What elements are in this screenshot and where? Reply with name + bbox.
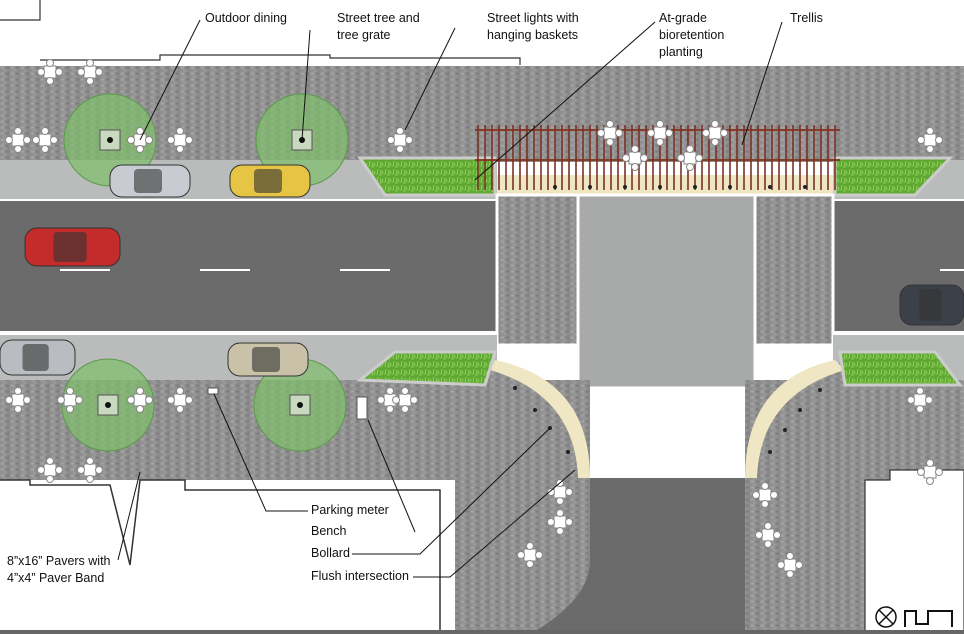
car xyxy=(227,342,309,377)
outdoor-dining-table xyxy=(907,387,933,413)
paver-band-right xyxy=(745,360,845,478)
label-bioretention: At-grade bioretention planting xyxy=(659,10,724,61)
label-flush-intersection: Flush intersection xyxy=(311,568,409,585)
outdoor-dining-table xyxy=(755,522,781,548)
car xyxy=(899,284,964,326)
bollard xyxy=(728,185,732,189)
outdoor-dining-table xyxy=(392,387,418,413)
flush-intersection-paving xyxy=(455,360,590,634)
bollard xyxy=(818,388,822,392)
label-text: hanging baskets xyxy=(487,28,579,42)
parking-meter xyxy=(207,387,219,395)
outdoor-dining-table xyxy=(917,459,943,485)
outdoor-dining-table xyxy=(5,387,31,413)
outdoor-dining-table xyxy=(127,127,153,153)
bollard xyxy=(553,185,557,189)
outdoor-dining-table xyxy=(32,127,58,153)
bioretention-planter-bottom-left xyxy=(355,350,498,387)
outdoor-dining-table xyxy=(167,127,193,153)
outdoor-dining-table xyxy=(597,120,623,146)
label-text: Parking meter xyxy=(311,503,389,517)
north-arrow-icon xyxy=(875,606,897,628)
bollard xyxy=(798,408,802,412)
outdoor-dining-table xyxy=(777,552,803,578)
label-text: Street lights with xyxy=(487,11,579,25)
side-street xyxy=(530,478,745,634)
outdoor-dining-table xyxy=(77,59,103,85)
bollard xyxy=(588,185,592,189)
label-text: Bench xyxy=(311,524,347,538)
label-trellis: Trellis xyxy=(790,10,823,27)
label-text: tree grate xyxy=(337,28,391,42)
bioretention-planter-left xyxy=(357,156,497,197)
outdoor-dining-table xyxy=(167,387,193,413)
car xyxy=(109,164,191,198)
outdoor-dining-table xyxy=(37,457,63,483)
outdoor-dining-table xyxy=(677,145,703,171)
street-tree xyxy=(61,358,155,452)
car xyxy=(0,339,76,376)
building-outline-top xyxy=(0,0,521,65)
bollard xyxy=(513,386,517,390)
label-street-lights: Street lights with hanging baskets xyxy=(487,10,579,44)
label-text: Bollard xyxy=(311,546,350,560)
label-bollard: Bollard xyxy=(311,545,350,562)
outdoor-dining-table xyxy=(127,387,153,413)
bollard xyxy=(768,185,772,189)
outdoor-dining-table xyxy=(752,482,778,508)
bollard xyxy=(658,185,662,189)
label-pavers: 8”x16” Pavers with 4”x4” Paver Band xyxy=(7,553,111,587)
outdoor-dining-table xyxy=(547,509,573,535)
building-outline-bottom xyxy=(0,479,441,634)
outdoor-dining-table xyxy=(77,457,103,483)
label-text: Street tree and xyxy=(337,11,420,25)
label-bench: Bench xyxy=(311,523,346,540)
outdoor-dining-table xyxy=(5,127,31,153)
outdoor-dining-table xyxy=(37,59,63,85)
plaza-band xyxy=(497,175,833,195)
outdoor-dining-table xyxy=(622,145,648,171)
label-text: planting xyxy=(659,45,703,59)
outdoor-dining-table xyxy=(647,120,673,146)
outdoor-dining-table xyxy=(517,542,543,568)
paver-band-left xyxy=(490,360,590,478)
label-text: Outdoor dining xyxy=(205,11,288,25)
outdoor-dining-table xyxy=(387,127,413,153)
bollard xyxy=(623,185,627,189)
car xyxy=(229,164,311,198)
label-parking-meter: Parking meter xyxy=(311,502,389,519)
label-outdoor-dining: Outdoor dining xyxy=(205,10,287,27)
bollard xyxy=(566,450,570,454)
bollard xyxy=(768,450,772,454)
label-text: Trellis xyxy=(790,11,823,25)
bollard xyxy=(783,428,787,432)
bollard xyxy=(803,185,807,189)
central-plaza-square xyxy=(576,193,757,390)
top-sidewalk xyxy=(0,66,964,162)
bioretention-planter-bottom-right xyxy=(838,350,964,387)
car xyxy=(24,227,121,267)
label-street-tree: Street tree and tree grate xyxy=(337,10,420,44)
outdoor-dining-table xyxy=(57,387,83,413)
bollard xyxy=(533,408,537,412)
label-text: Flush intersection xyxy=(311,569,409,583)
leader-lines xyxy=(117,19,783,578)
label-text: 4”x4” Paver Band xyxy=(7,571,105,585)
bench xyxy=(356,396,368,420)
bollard xyxy=(693,185,697,189)
scale-bar-icon xyxy=(904,610,953,627)
outdoor-dining-table xyxy=(702,120,728,146)
label-text: bioretention xyxy=(659,28,725,42)
label-text: 8”x16” Pavers with xyxy=(7,554,111,568)
label-text: At-grade xyxy=(659,11,707,25)
outdoor-dining-table xyxy=(917,127,943,153)
